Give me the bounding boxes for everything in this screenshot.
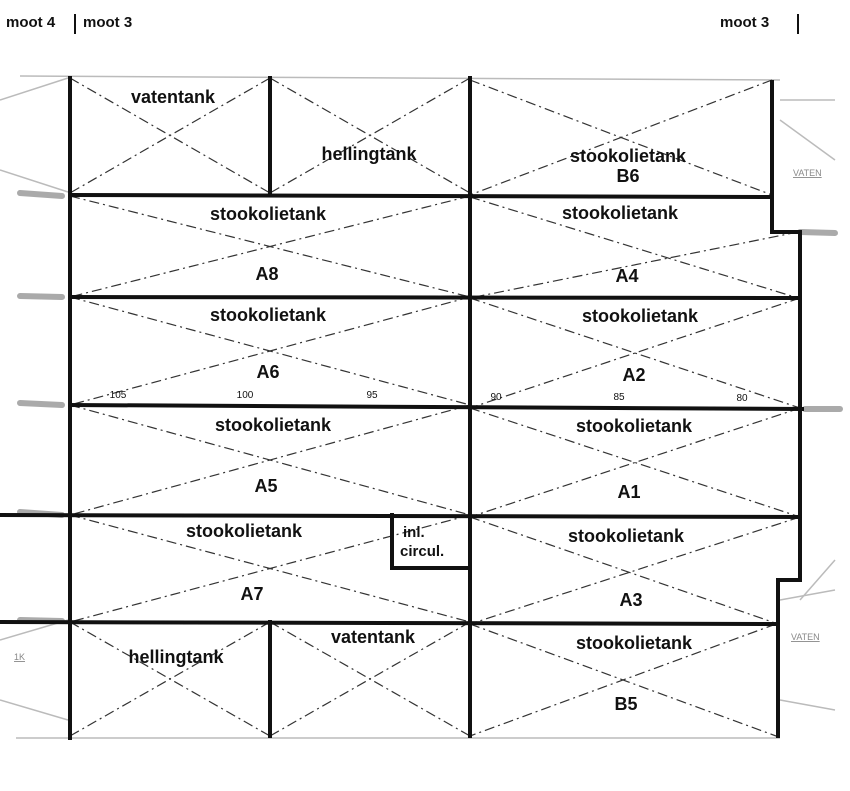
tank-label-b6-name: stookolietank [570,146,687,166]
section-label-moot-3-right: moot 3 [720,14,770,31]
tank-label-a2-name: stookolietank [582,306,699,326]
tank-label-a3-name: stookolietank [568,526,685,546]
frame-tick-90: 90 [490,392,502,403]
tank-label-vatentank-top: vatentank [131,87,216,107]
frame-tick-100: 100 [237,390,254,401]
frame-tick-105: 105 [110,390,127,401]
tank-label-a1-name: stookolietank [576,416,693,436]
section-label-moot-3-left: moot 3 [83,14,133,31]
circulation-tank-label-line-2: circul. [400,543,444,560]
tank-id-a6: A6 [256,362,279,382]
frame-tick-80: 80 [736,393,748,404]
diagonal-crosses [69,77,801,737]
bulkhead-walls [0,76,805,740]
tank-id-a4: A4 [615,266,638,286]
tank-id-a8: A8 [255,264,278,284]
margin-label-vaten-bottom: VATEN [791,632,820,642]
tank-label-a4-name: stookolietank [562,203,679,223]
tank-id-a5: A5 [254,476,277,496]
frame-tick-85: 85 [613,392,625,403]
tank-label-hellingtank-top: hellingtank [321,144,417,164]
tank-id-b5: B5 [614,694,637,714]
tank-label-vatentank-bottom: vatentank [331,627,416,647]
tank-id-a3: A3 [619,590,642,610]
tank-label-hellingtank-bottom: hellingtank [128,647,224,667]
faint-outer-lines [0,75,836,739]
tank-label-a7-name: stookolietank [186,521,303,541]
tank-label-a5-name: stookolietank [215,415,332,435]
tank-label-b5-name: stookolietank [576,633,693,653]
tank-id-b6: B6 [616,166,639,186]
margin-label-vaten-top: VATEN [793,168,822,178]
tank-id-a2: A2 [622,365,645,385]
section-divider-left [74,14,76,34]
tank-label-a6-name: stookolietank [210,305,327,325]
circulation-tank-label-line-1: inl. [403,524,425,541]
tank-label-a8-name: stookolietank [210,204,327,224]
frame-tick-95: 95 [366,390,378,401]
tank-id-a7: A7 [240,584,263,604]
section-divider-right [797,14,799,34]
tank-labels: vatentank hellingtank stookolietank B6 s… [14,87,822,714]
margin-label-left-bottom: 1K [14,652,25,662]
section-label-moot-4: moot 4 [6,14,56,31]
tank-id-a1: A1 [617,482,640,502]
